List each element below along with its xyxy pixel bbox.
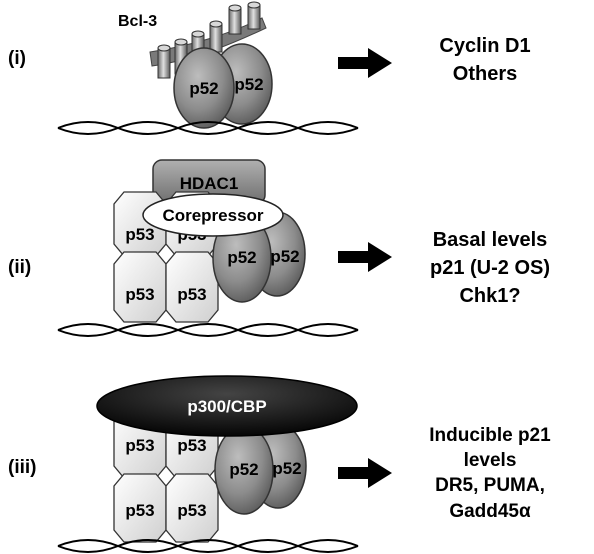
p53-tl-label: p53 — [125, 225, 154, 244]
panel-3-label: (iii) — [8, 457, 37, 478]
panel-3: (iii) p53 p53 p53 p53 p52 p52 p300/CBP I… — [8, 375, 551, 553]
arrow-1 — [338, 48, 392, 78]
dna-helix-1 — [57, 121, 359, 135]
p52-right-label: p52 — [234, 75, 263, 94]
corepressor-label: Corepressor — [162, 206, 263, 225]
p300-cbp-oval — [96, 375, 358, 437]
outcome-2-line-2: p21 (U-2 OS) — [430, 257, 550, 279]
corepressor-oval — [142, 193, 284, 237]
p52-left-label-2: p52 — [227, 248, 256, 267]
outcome-3-line-4: Gadd45α — [449, 501, 531, 522]
arrow-3 — [338, 458, 392, 488]
p52-left-oval — [173, 47, 235, 129]
p53-br-label-3: p53 — [177, 501, 206, 520]
p53-tr-label-3: p53 — [177, 436, 206, 455]
outcome-3-line-1: Inducible p21 — [429, 425, 551, 446]
outcome-1-line-1: Cyclin D1 — [439, 35, 530, 57]
p52-left-label-3: p52 — [229, 460, 258, 479]
dna-helix-2 — [57, 323, 359, 337]
p53-tl-label-3: p53 — [125, 436, 154, 455]
outcome-3-line-3: DR5, PUMA, — [435, 475, 545, 496]
hdac1-label: HDAC1 — [180, 174, 239, 193]
outcome-1-line-2: Others — [453, 63, 517, 85]
panel-1-label: (i) — [8, 48, 26, 69]
panel-2: (ii) HDAC1 p53 p53 p53 p53 p52 p52 Corep… — [8, 159, 550, 337]
p53-br-label: p53 — [177, 285, 206, 304]
arrow-2 — [338, 242, 392, 272]
bcl3-label: Bcl-3 — [118, 13, 157, 30]
p52-right-label-2: p52 — [270, 247, 299, 266]
dna-helix-3 — [57, 539, 359, 553]
p53-bl-label: p53 — [125, 285, 154, 304]
p53-bl-label-3: p53 — [125, 501, 154, 520]
p300-cbp-label: p300/CBP — [187, 397, 266, 416]
outcome-3-line-2: levels — [464, 450, 517, 471]
outcome-2-line-1: Basal levels — [433, 229, 548, 251]
outcome-2-line-3: Chk1? — [459, 285, 520, 307]
panel-2-label: (ii) — [8, 257, 31, 278]
p52-left-label: p52 — [189, 79, 218, 98]
p52-right-label-3: p52 — [272, 459, 301, 478]
panel-1: (i) Bcl-3 p52 p52 Cyclin D1 — [8, 1, 531, 135]
